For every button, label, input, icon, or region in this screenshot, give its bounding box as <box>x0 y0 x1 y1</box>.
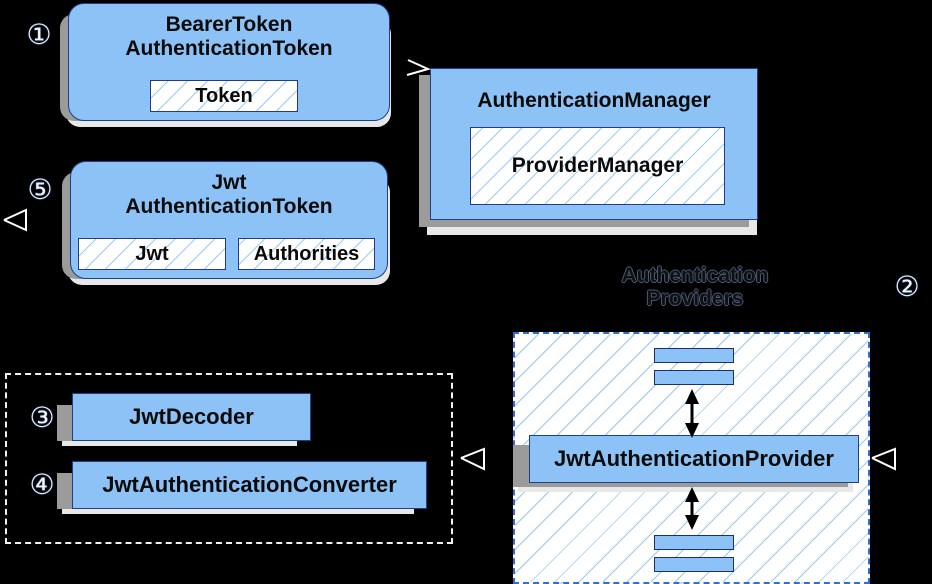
compartment-token: Token <box>150 80 298 112</box>
provider-bar-bottom-1 <box>654 535 734 550</box>
node-jwt-authentication-provider[interactable]: JwtAuthenticationProvider <box>529 435 859 483</box>
step-marker-5: ⑤ <box>27 173 53 206</box>
arrowhead-into-authentication-manager <box>406 59 431 76</box>
compartment-provider-manager: ProviderManager <box>470 127 725 205</box>
node-jwt-token-title: Jwt AuthenticationToken <box>125 171 333 218</box>
step-marker-3: ③ <box>29 401 55 434</box>
step-marker-2: ② <box>894 270 920 303</box>
node-authentication-manager-title: AuthenticationManager <box>477 89 711 112</box>
step-marker-4: ④ <box>29 468 55 501</box>
step-marker-1: ① <box>26 18 52 51</box>
node-jwt-authentication-converter[interactable]: JwtAuthenticationConverter <box>72 461 427 509</box>
arrowhead-providers-link <box>871 447 896 471</box>
group-jwt-support <box>5 373 453 544</box>
provider-bar-bottom-2 <box>654 557 734 572</box>
compartment-authorities: Authorities <box>238 238 375 270</box>
node-jwt-decoder[interactable]: JwtDecoder <box>72 393 311 441</box>
group-caption-authentication-providers: Authentication Providers <box>621 264 769 311</box>
node-bearer-token-title: BearerToken AuthenticationToken <box>125 13 333 60</box>
provider-bar-top-2 <box>654 370 734 385</box>
arrowhead-jwt-support-link <box>460 447 485 471</box>
compartment-jwt: Jwt <box>78 238 226 270</box>
node-jwt-authentication-converter-title: JwtAuthenticationConverter <box>102 471 397 497</box>
provider-bar-top-1 <box>654 348 734 363</box>
node-jwt-decoder-title: JwtDecoder <box>129 403 254 429</box>
node-jwt-authentication-provider-title: JwtAuthenticationProvider <box>554 445 834 471</box>
arrowhead-jwt-token-output <box>3 208 27 232</box>
